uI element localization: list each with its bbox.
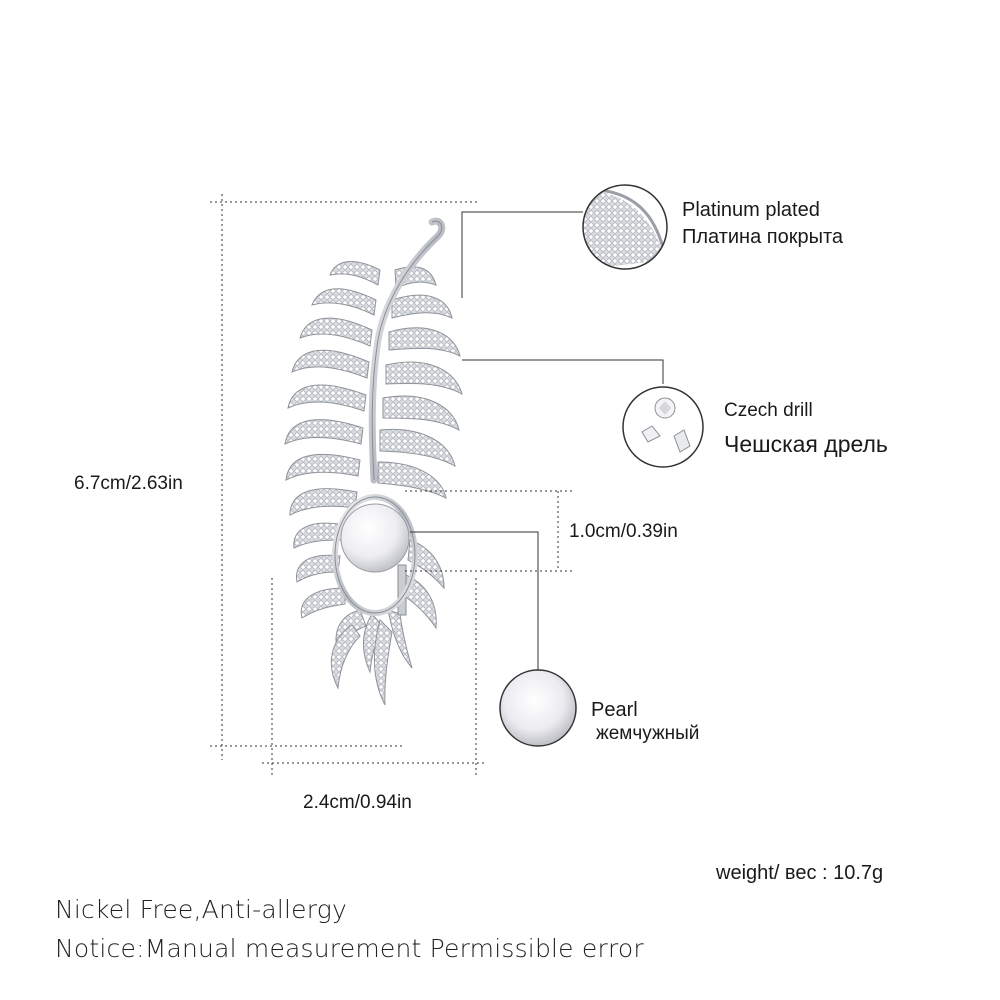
plating-label-ru: Платина покрыта (682, 226, 844, 248)
pearl-label-en: Pearl (591, 699, 638, 721)
weight-label: weight/ вес : 10.7g (716, 862, 884, 884)
feather-brooch (284, 217, 463, 706)
pearl-thumbnail (499, 669, 577, 747)
stones-label-en: Czech drill (724, 400, 813, 421)
platinum-thumbnail (582, 184, 668, 270)
czech-drill-thumbnail (622, 386, 704, 468)
width-label: 2.4cm/0.94in (303, 792, 412, 813)
pearl-label-ru: жемчужный (596, 723, 700, 744)
pearl-size-label: 1.0cm/0.39in (569, 521, 678, 542)
note-nickel-free: Nickel Free,Anti-allergy (55, 895, 347, 924)
plating-label-en: Platinum plated (682, 199, 820, 221)
height-label: 6.7cm/2.63in (74, 473, 183, 494)
note-measurement: Notice:Manual measurement Permissible er… (55, 934, 644, 963)
stones-label-ru: Чешская дрель (724, 431, 888, 457)
dimension-lines (210, 194, 664, 775)
